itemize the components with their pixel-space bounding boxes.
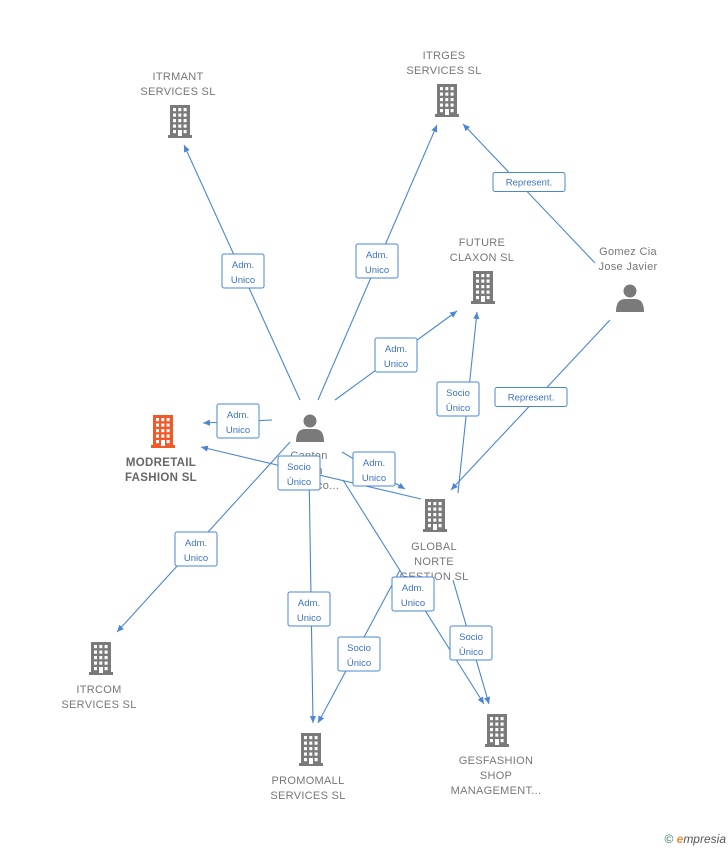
- node-label: ITRMANT: [153, 71, 204, 83]
- node-label: GLOBAL: [411, 541, 457, 553]
- building-icon: [471, 271, 495, 304]
- edge-label-text: Unico: [365, 265, 389, 276]
- building-icon: [435, 84, 459, 117]
- edge-label-text: Socio: [446, 388, 470, 399]
- edge-label-text: Adm.: [402, 583, 424, 594]
- edge-label-text: Adm.: [298, 598, 320, 609]
- node-label: NORTE: [414, 556, 454, 568]
- edge-label-center-to-global[interactable]: Adm. Unico: [352, 451, 396, 487]
- brand-watermark: © empresia: [664, 832, 726, 846]
- edge-labels-layer: Adm.UnicoAdm.UnicoRepresent.Adm.UnicoSoc…: [174, 172, 568, 672]
- edge-label-center-to-modretail[interactable]: Adm. Unico: [216, 403, 260, 439]
- edge-label-text: Socio: [287, 462, 311, 473]
- building-icon: [151, 415, 175, 448]
- node-label: SERVICES SL: [61, 699, 136, 711]
- edge-label-text: Adm.: [385, 344, 407, 355]
- node-itrcom[interactable]: ITRCOM SERVICES SL: [61, 642, 136, 711]
- node-promomall[interactable]: PROMOMALL SERVICES SL: [270, 733, 345, 802]
- edge-label-text: Adm.: [185, 538, 207, 549]
- edge-label-center-to-future[interactable]: Adm. Unico: [374, 337, 418, 373]
- edge-label-gomez-to-itrges[interactable]: Represent.: [492, 172, 566, 192]
- node-label: SHOP: [480, 770, 512, 782]
- edges-layer: [116, 123, 611, 724]
- edge-label-center-to-itrges[interactable]: Adm. Unico: [355, 243, 399, 279]
- node-modretail[interactable]: MODRETAIL FASHION SL: [125, 415, 197, 484]
- edge-label-text: Unico: [184, 553, 208, 564]
- building-icon: [485, 714, 509, 747]
- node-label: SERVICES SL: [140, 86, 215, 98]
- node-label: Gomez Cia: [599, 246, 657, 258]
- edge-label-center-to-itrmant[interactable]: Adm. Unico: [221, 253, 265, 289]
- edge-label-text: Unico: [362, 473, 386, 484]
- edge-label-text: Único: [347, 658, 371, 669]
- edge-label-text: Unico: [226, 425, 250, 436]
- edge-label-text: Adm.: [363, 458, 385, 469]
- node-label: Jose Javier: [599, 261, 658, 273]
- node-label: SERVICES SL: [406, 65, 481, 77]
- edge-label-text: Unico: [401, 598, 425, 609]
- node-itrges[interactable]: ITRGES SERVICES SL: [406, 50, 481, 117]
- edge-label-text: Único: [287, 477, 311, 488]
- building-icon: [89, 642, 113, 675]
- edge-label-text: Adm.: [227, 410, 249, 421]
- node-future[interactable]: FUTURE CLAXON SL: [450, 237, 514, 304]
- node-label: ITRGES: [423, 50, 466, 62]
- edge-label-text: Unico: [231, 275, 255, 286]
- edge-label-text: Único: [459, 647, 483, 658]
- building-icon: [423, 499, 447, 532]
- node-label: PROMOMALL: [272, 775, 345, 787]
- brand-initial: e: [676, 832, 684, 846]
- copyright-symbol: ©: [664, 832, 674, 846]
- edge-label-text: Unico: [297, 613, 321, 624]
- edge-label-center-to-itrcom[interactable]: Adm. Unico: [174, 531, 218, 567]
- edge-label-center-to-gesfashion[interactable]: Adm. Unico: [391, 576, 435, 612]
- edge-label-gomez-to-global[interactable]: Represent.: [494, 387, 568, 407]
- edge-label-text: Único: [446, 403, 470, 414]
- node-label: FASHION SL: [125, 472, 197, 484]
- brand-name: mpresia: [683, 832, 726, 846]
- edge-label-text: Represent.: [508, 393, 554, 404]
- edge-label-text: Represent.: [506, 178, 552, 189]
- building-icon: [168, 105, 192, 138]
- building-icon: [299, 733, 323, 766]
- person-icon: [296, 414, 324, 442]
- edge-label-text: Socio: [459, 632, 483, 643]
- edge-label-text: Adm.: [232, 260, 254, 271]
- edge-label-text: Socio: [347, 643, 371, 654]
- node-label: MANAGEMENT...: [451, 785, 542, 797]
- node-label: GESFASHION: [459, 755, 534, 767]
- nodes-layer: ITRMANT SERVICES SL ITRGES SERVICES SL FUTUR…: [61, 50, 657, 802]
- edge-gomez-to-itrges: [462, 123, 596, 264]
- node-gesfashion[interactable]: GESFASHION SHOP MANAGEMENT...: [451, 714, 542, 797]
- node-label: MODRETAIL: [126, 457, 196, 469]
- node-label: FUTURE: [459, 237, 505, 249]
- person-icon: [616, 284, 644, 312]
- node-label: ITRCOM: [76, 684, 121, 696]
- node-itrmant[interactable]: ITRMANT SERVICES SL: [140, 71, 215, 138]
- node-label: SERVICES SL: [270, 790, 345, 802]
- edge-label-center-to-promomall[interactable]: Adm. Unico: [287, 591, 331, 627]
- edge-label-text: Adm.: [366, 250, 388, 261]
- node-label: CLAXON SL: [450, 252, 514, 264]
- edge-label-text: Unico: [384, 359, 408, 370]
